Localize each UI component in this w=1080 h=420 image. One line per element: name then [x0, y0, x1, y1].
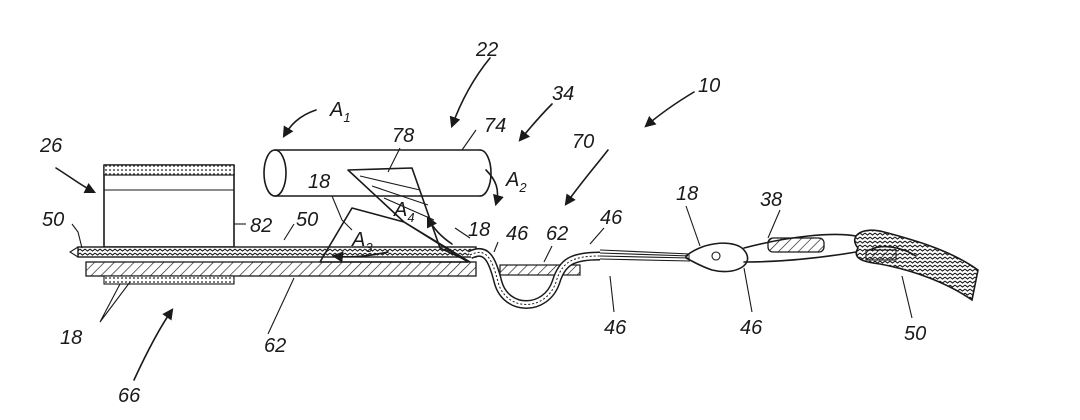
label-78: 78: [392, 125, 414, 147]
label-18-bottom: 18: [60, 327, 82, 349]
label-22: 22: [475, 39, 498, 61]
label-26: 26: [39, 135, 63, 157]
label-34: 34: [552, 83, 574, 105]
label-82: 82: [250, 215, 272, 237]
label-46-bottom-right: 46: [740, 317, 763, 339]
label-62-bottom: 62: [264, 335, 286, 357]
reference-labels: 22 34 10 26 78 74 70 18 50 82 50 18 46 6…: [39, 39, 926, 407]
label-10: 10: [698, 75, 720, 97]
label-46-mid: 46: [506, 223, 529, 245]
label-46-top: 46: [600, 207, 623, 229]
arrow-a3: A3: [351, 229, 373, 255]
cylinder: [263, 149, 492, 197]
label-66: 66: [118, 385, 141, 407]
end-loop: [853, 229, 979, 302]
sleeve-block: [103, 164, 235, 248]
arrow-a2: A2: [505, 169, 527, 195]
label-18-mid: 18: [468, 219, 490, 241]
label-62-top: 62: [546, 223, 568, 245]
hatched-rod: [85, 261, 581, 285]
label-70: 70: [572, 131, 594, 153]
arrow-symbols: A1 A2 A3 A4: [329, 99, 527, 255]
label-50-mid: 50: [296, 209, 318, 231]
leader-lines: [55, 57, 913, 381]
label-50-left: 50: [42, 209, 64, 231]
eyelet-loop: [685, 233, 857, 273]
braided-cable: [68, 246, 477, 258]
label-18-right: 18: [676, 183, 698, 205]
label-50-right: 50: [904, 323, 926, 345]
label-18-top: 18: [308, 171, 330, 193]
label-46-bottom-left: 46: [604, 317, 627, 339]
arrow-a4: A4: [393, 199, 415, 225]
label-38: 38: [760, 189, 782, 211]
label-74: 74: [484, 115, 506, 137]
flag-tab: [319, 167, 471, 263]
arrow-a1: A1: [329, 99, 351, 125]
wavy-cable: [467, 247, 691, 309]
